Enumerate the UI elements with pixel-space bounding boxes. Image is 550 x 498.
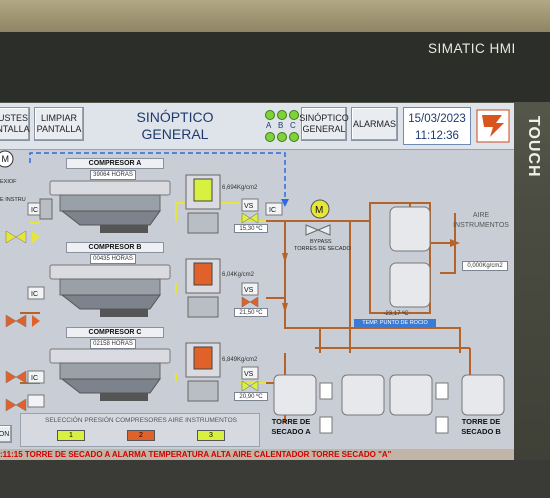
bypass-label-1: BYPASS (310, 239, 332, 245)
compressor-a-graphic (39, 174, 221, 234)
left-valve-b-icon (5, 314, 27, 328)
bypass-label-2: TORRES DE SECADO (294, 246, 351, 252)
led-b-top (277, 110, 287, 120)
ajustes-pantalla-button[interactable]: USTES NTALLA (0, 107, 30, 141)
alarmas-button[interactable]: ALARMAS (351, 107, 398, 141)
brand-label: SIMATIC HMI (428, 41, 516, 56)
datetime-display: 15/03/2023 11:12:36 (403, 107, 471, 145)
compressor-c-temp: 20,90 ºC (234, 392, 268, 401)
page-title: SINÓPTICO GENERAL (136, 109, 214, 142)
bypass-valve-icon (305, 224, 331, 236)
led-label-c: C (290, 121, 296, 130)
company-logo-icon (476, 109, 510, 143)
ic-label-c: IC (31, 375, 38, 382)
compressor-c-header: COMPRESOR C (66, 327, 164, 338)
left-m-symbol: M (2, 154, 10, 164)
left-arrow-b-icon (32, 315, 40, 327)
device-bezel (0, 32, 550, 102)
bypass-m-symbol: M (315, 205, 323, 216)
left-valve-d-icon (5, 398, 27, 412)
left-tag-1: EXIOF (0, 179, 17, 185)
compressor-b-header: COMPRESOR B (66, 242, 164, 253)
led-a-bottom (265, 132, 275, 142)
on-button[interactable]: ON (0, 425, 12, 443)
dryer-tanks-graphic (389, 206, 431, 308)
left-valve-a-icon (5, 230, 27, 244)
time-value: 11:12:36 (415, 130, 459, 142)
header-bar: USTES NTALLA LIMPIAR PANTALLA SINÓPTICO … (0, 103, 514, 150)
selection-title: SELECCIÓN PRESIÓN COMPRESORES AIRE INSTR… (44, 417, 238, 424)
ic-label-b: IC (31, 291, 38, 298)
compressor-a-temp: 15,30 ºC (234, 224, 268, 233)
led-a-top (265, 110, 275, 120)
valve-b-icon (241, 296, 259, 308)
left-valve-c-icon (5, 370, 27, 384)
dew-point-temp-label: TEMP. PUNTO DE ROCIO (354, 319, 436, 328)
date-value: 15/03/2023 (408, 113, 466, 125)
left-tag-2: E INSTRU (0, 197, 26, 203)
led-c-top (289, 110, 299, 120)
valve-c-icon (241, 380, 259, 392)
ic-label-a: IC (31, 207, 38, 214)
device-top-edge (0, 0, 550, 32)
led-c-bottom (289, 132, 299, 142)
vs-label-a: VS (244, 203, 254, 210)
compressor-c-graphic (49, 342, 221, 402)
aire-instrumentos-title: AIRE INSTRUMENTOS (453, 212, 509, 229)
selection-panel: SELECCIÓN PRESIÓN COMPRESORES AIRE INSTR… (20, 413, 260, 447)
sinoptico-general-button[interactable]: SINÓPTICO GENERAL (299, 107, 349, 141)
led-label-a: A (266, 121, 272, 130)
aire-instrumentos-pressure: 0,000Kg/cm2 (462, 261, 508, 271)
alarm-banner[interactable]: :11:15 TORRE DE SECADO A ALARMA TEMPERAT… (0, 449, 514, 460)
compressor-a-header: COMPRESOR A (66, 158, 164, 169)
compressor-b-temp: 21,50 ºC (234, 308, 268, 317)
left-arrow-a-icon (32, 231, 40, 243)
compressor-a-hours: 39064 HORAS (90, 170, 136, 180)
dew-point-temp-value: -23,17 ºC (383, 311, 409, 317)
torre-secado-b-label: TORRE DE SECADO B (461, 417, 501, 436)
compressor-c-pressure: 6,849Kg/cm2 (222, 357, 258, 363)
selection-button-1[interactable]: 1 (57, 430, 85, 441)
device-bottom-bezel (0, 460, 550, 498)
touch-label: TOUCH (525, 116, 542, 178)
compressor-b-hours: 00435 HORAS (90, 254, 136, 264)
selection-button-2[interactable]: 2 (127, 430, 155, 441)
compressor-a-pressure: 6,694Kg/cm2 (222, 185, 258, 191)
selection-button-3[interactable]: 3 (197, 430, 225, 441)
limpiar-pantalla-button[interactable]: LIMPIAR PANTALLA (34, 107, 84, 141)
torre-secado-a-label: TORRE DE SECADO A (271, 417, 311, 436)
synoptic-diagram: M EXIOF E INSTRU IC IC IC IC (0, 150, 505, 434)
ic-label-right: IC (269, 207, 276, 214)
vs-label-b: VS (244, 287, 254, 294)
vs-label-c: VS (244, 371, 254, 378)
valve-a-icon (241, 212, 259, 224)
led-b-bottom (277, 132, 287, 142)
towers-graphic (273, 374, 505, 434)
compressor-c-hours: 02158 HORAS (90, 339, 136, 349)
led-label-b: B (278, 121, 284, 130)
compressor-b-pressure: 6,04Kg/cm2 (222, 272, 255, 278)
abc-leds: A B C (265, 110, 299, 142)
compressor-b-graphic (49, 258, 221, 318)
hmi-screen: USTES NTALLA LIMPIAR PANTALLA SINÓPTICO … (0, 103, 514, 460)
